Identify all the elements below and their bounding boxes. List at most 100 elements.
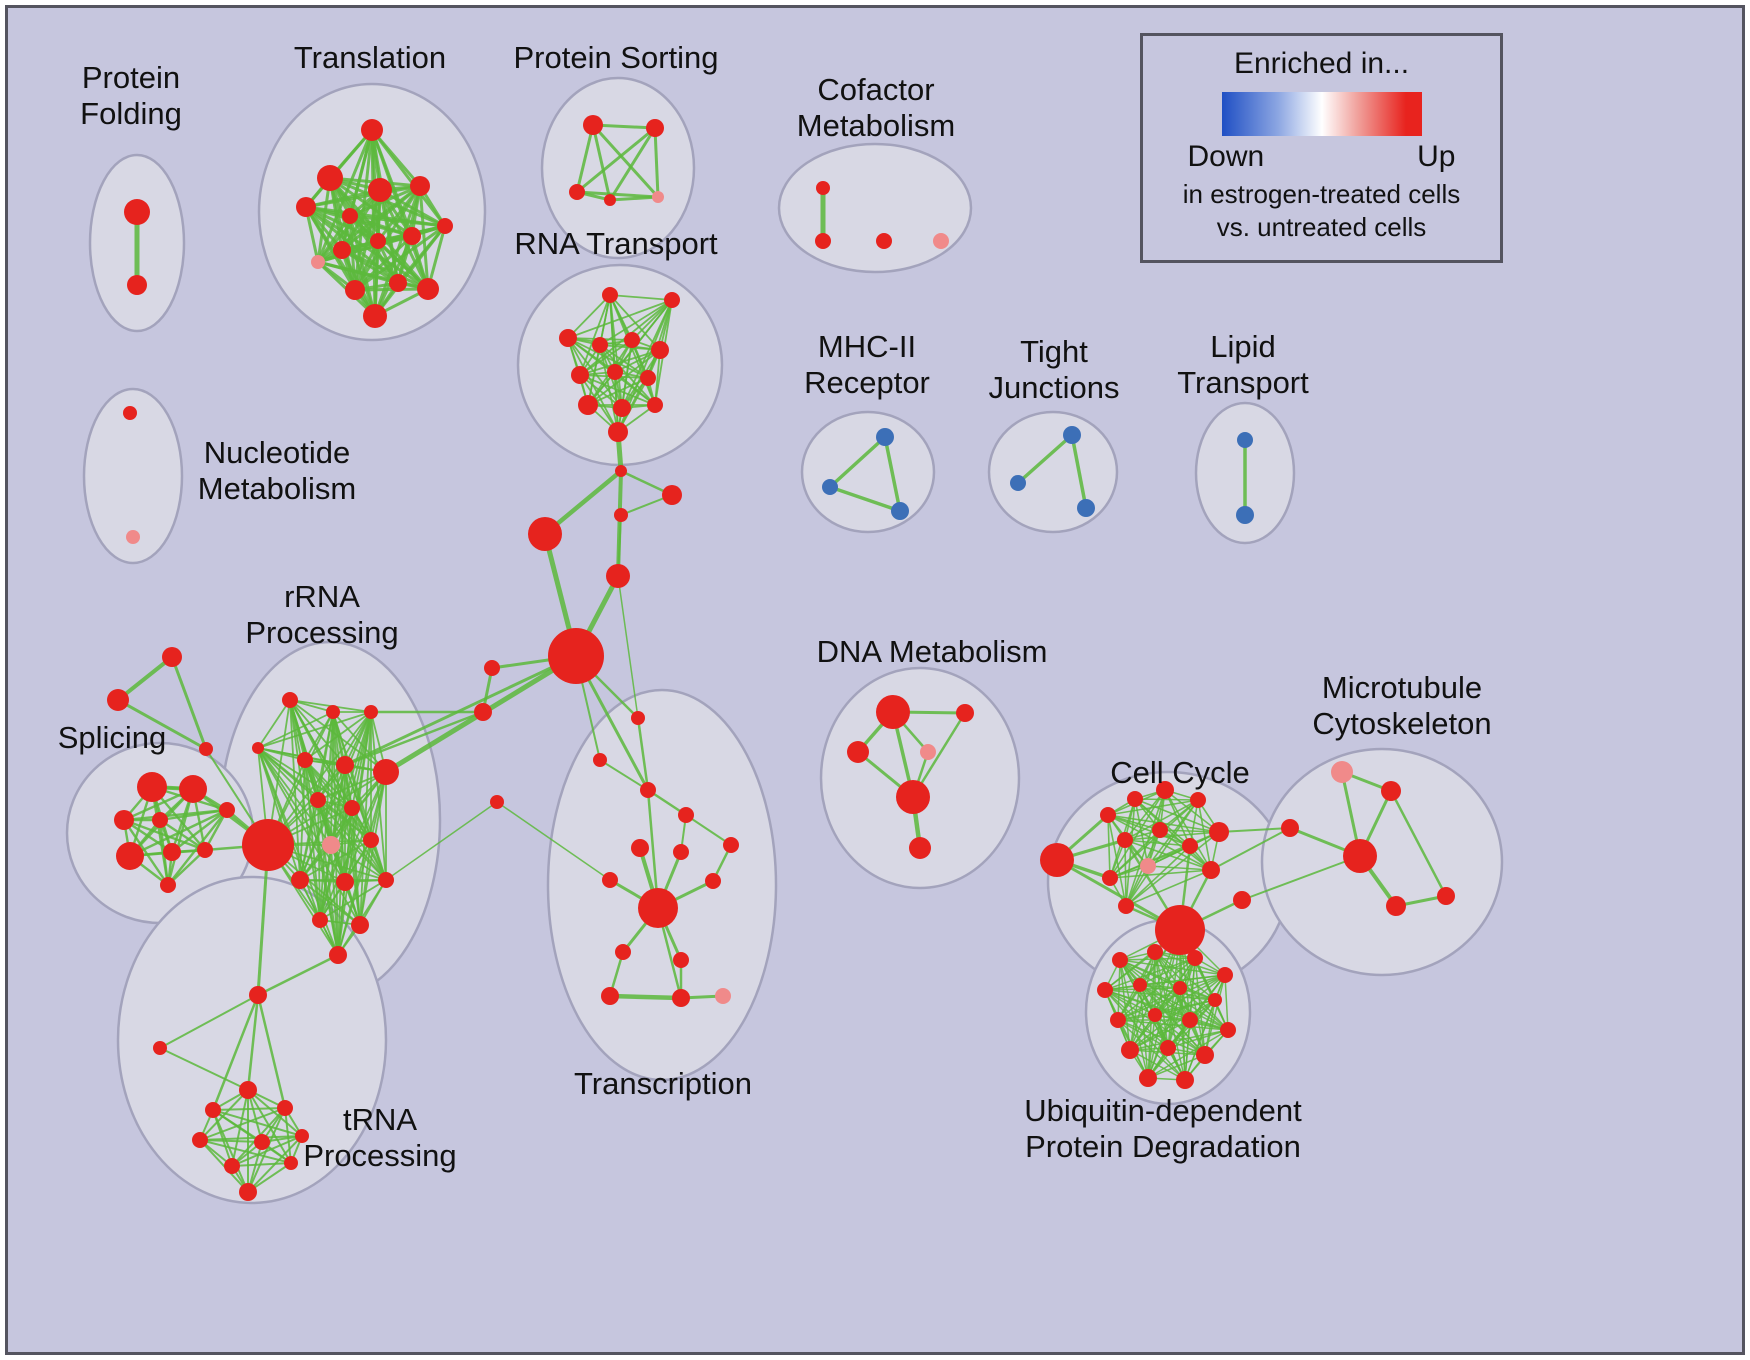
network-edge <box>370 711 387 881</box>
network-edge <box>317 799 321 921</box>
network-edge <box>1134 798 1149 867</box>
cluster-label-translation: Translation <box>294 40 446 75</box>
gene-set-node <box>239 1081 257 1099</box>
network-edge <box>299 771 387 881</box>
network-edge <box>1218 827 1291 833</box>
network-edge <box>1109 869 1212 879</box>
network-edge <box>1107 814 1191 847</box>
network-edge <box>576 126 656 194</box>
gene-set-node <box>647 397 663 413</box>
gene-set-node <box>896 780 930 814</box>
gene-set-node <box>199 742 213 756</box>
gene-set-node <box>1118 898 1134 914</box>
gene-set-node <box>1155 905 1205 955</box>
network-edge <box>567 299 673 339</box>
gene-set-node <box>403 227 421 245</box>
network-edge <box>1125 845 1191 907</box>
gene-set-node <box>249 986 267 1004</box>
gene-set-node <box>254 1134 270 1150</box>
gene-set-node <box>363 832 379 848</box>
gene-set-node <box>662 485 682 505</box>
legend-gradient-bar <box>1221 92 1422 136</box>
cluster-ellipse-cofactor-metabolism <box>777 142 973 274</box>
gene-set-node <box>646 119 664 137</box>
network-edge <box>829 485 901 513</box>
gene-set-node <box>1176 1071 1194 1089</box>
gene-set-node <box>192 1132 208 1148</box>
network-edge <box>337 839 372 956</box>
gene-set-node <box>490 795 504 809</box>
network-edge <box>337 881 346 956</box>
network-edge <box>349 184 421 218</box>
network-edge <box>359 839 372 926</box>
gene-set-node <box>297 752 313 768</box>
network-edge <box>599 299 673 346</box>
gene-set-node <box>673 844 689 860</box>
gene-set-node <box>137 772 167 802</box>
network-edge <box>1210 827 1291 871</box>
gene-set-node <box>615 944 631 960</box>
gene-set-node <box>1133 978 1147 992</box>
legend-up-label: Up <box>1417 140 1456 173</box>
gene-set-node <box>624 332 640 348</box>
gene-set-node <box>107 689 129 711</box>
gene-set-node <box>417 278 439 300</box>
network-edge <box>123 819 169 886</box>
gene-set-node <box>1140 858 1156 874</box>
network-edge <box>579 339 633 376</box>
gene-set-node <box>1281 819 1299 837</box>
gene-set-node <box>1182 838 1198 854</box>
cluster-ellipse-transcription <box>546 688 778 1082</box>
gene-set-node <box>606 564 630 588</box>
network-edge <box>609 195 659 202</box>
gene-set-node <box>876 695 910 729</box>
network-edge <box>1125 798 1136 907</box>
gene-set-node <box>631 839 649 857</box>
gene-set-node <box>114 810 134 830</box>
gene-set-node <box>1220 1022 1236 1038</box>
gene-set-node <box>295 1129 309 1143</box>
gene-set-node <box>336 756 354 774</box>
network-edge <box>1164 789 1220 833</box>
gene-set-node <box>345 280 365 300</box>
gene-set-node <box>652 191 664 203</box>
gene-set-node <box>152 812 168 828</box>
gene-set-node <box>219 802 235 818</box>
network-edge <box>212 1109 249 1193</box>
network-edge <box>1125 869 1212 907</box>
network-edge <box>1124 799 1199 841</box>
network-edge <box>1117 1019 1229 1031</box>
network-edge <box>591 123 660 199</box>
gene-set-node <box>614 508 628 522</box>
network-edge <box>636 717 650 791</box>
network-edge <box>1184 999 1216 1081</box>
network-edge <box>299 879 361 926</box>
network-edge <box>348 215 377 317</box>
network-edge <box>117 698 207 751</box>
network-edge <box>349 214 413 238</box>
network-edge <box>1184 1019 1191 1081</box>
gene-set-node <box>569 184 585 200</box>
legend-scale-labels: Down Up <box>1188 140 1456 174</box>
gene-set-node <box>1386 896 1406 916</box>
gene-set-node <box>1190 792 1206 808</box>
network-edge <box>1224 974 1229 1031</box>
gene-set-node <box>351 916 369 934</box>
gene-set-node <box>322 836 340 854</box>
network-edge <box>579 374 619 433</box>
network-edge <box>319 844 332 921</box>
gene-set-node <box>1209 822 1229 842</box>
gene-set-node <box>1182 1012 1198 1028</box>
gene-set-node <box>484 660 500 676</box>
gene-set-node <box>333 241 351 259</box>
cluster-label-rna-transport: RNA Transport <box>514 226 718 261</box>
network-edge <box>337 764 346 956</box>
network-edge <box>330 844 387 881</box>
gene-set-node <box>1381 781 1401 801</box>
network-edge <box>1147 1054 1206 1079</box>
gene-set-node <box>1437 887 1455 905</box>
